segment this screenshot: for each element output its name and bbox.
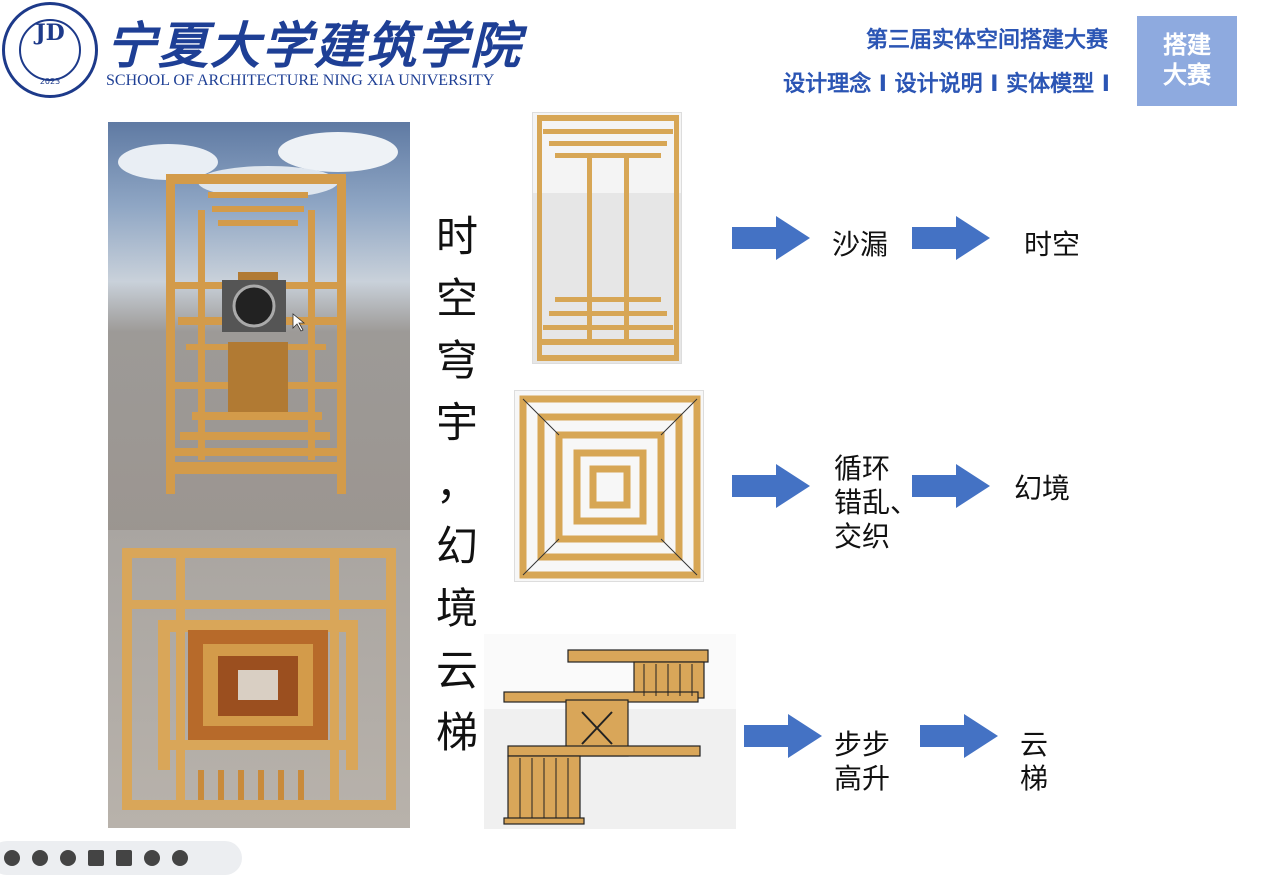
vtitle-char: 空 (435, 274, 478, 323)
model-plan-view (514, 390, 704, 582)
vtitle-char: 穹 (435, 336, 478, 385)
prev-icon[interactable] (4, 850, 20, 866)
vtitle-char: 梯 (435, 708, 478, 757)
arrow-right-icon (920, 714, 998, 758)
row3-result-line: 云 (1020, 728, 1049, 761)
more-icon[interactable] (172, 850, 188, 866)
row3-result-line: 梯 (1020, 762, 1049, 795)
arrow-right-icon (732, 464, 810, 508)
arrow-right-icon (744, 714, 822, 758)
row1-result-label: 时空 (1024, 228, 1081, 261)
render-top-view-image (108, 530, 410, 828)
badge-line-1: 搭建 (1163, 31, 1211, 59)
contest-title: 第三届实体空间搭建大赛 (865, 28, 1108, 53)
vtitle-char: 境 (435, 584, 478, 633)
row2-result-label: 幻境 (1014, 472, 1071, 505)
school-name-en: SCHOOL OF ARCHITECTURE NING XIA UNIVERSI… (106, 72, 495, 89)
zoom-icon[interactable] (88, 850, 104, 866)
vtitle-char: 云 (435, 646, 478, 695)
row2-step-line: 错乱、 (834, 486, 919, 519)
vtitle-char: 时 (435, 212, 478, 261)
slides-icon[interactable] (116, 850, 132, 866)
vtitle-char: 幻 (435, 522, 478, 571)
seal-year: 2023 (39, 77, 61, 86)
row3-step-label: 步步 高升 (834, 728, 890, 796)
row2-step-label: 循环 错乱、 交织 (834, 452, 918, 554)
school-seal-logo: JD 2023 (2, 2, 98, 98)
model-elevation-view (532, 112, 682, 364)
row3-step-line: 高升 (834, 762, 891, 795)
arrow-right-icon (732, 216, 810, 260)
mouse-cursor-icon (292, 313, 306, 332)
render-perspective-image (108, 122, 410, 542)
badge-line-2: 大赛 (1163, 61, 1211, 89)
vertical-theme-title: 时 空 穹 宇 ， 幻 境 云 梯 (432, 206, 482, 764)
arrow-right-icon (912, 464, 990, 508)
row3-step-line: 步步 (834, 728, 891, 761)
row3-result-label: 云 梯 (1020, 728, 1048, 796)
contest-badge: 搭建 大赛 (1137, 16, 1237, 106)
vtitle-char: 宇 (435, 398, 478, 447)
seal-inner-ring (19, 19, 81, 81)
seal-monogram: JD (35, 20, 65, 46)
row2-step-line: 交织 (834, 520, 891, 553)
next-icon[interactable] (32, 850, 48, 866)
row2-step-line: 循环 (834, 452, 891, 485)
section-nav[interactable]: 设计理念 I 设计说明 I 实体模型 I (783, 72, 1110, 97)
model-stair-view (484, 634, 736, 829)
presentation-toolbar (0, 841, 242, 875)
arrow-right-icon (912, 216, 990, 260)
school-name-cn: 宁夏大学建筑学院 (106, 16, 522, 75)
pen-icon[interactable] (60, 850, 76, 866)
row1-step-label: 沙漏 (832, 228, 889, 261)
pointer-icon[interactable] (144, 850, 160, 866)
vtitle-char: ， (435, 460, 478, 509)
